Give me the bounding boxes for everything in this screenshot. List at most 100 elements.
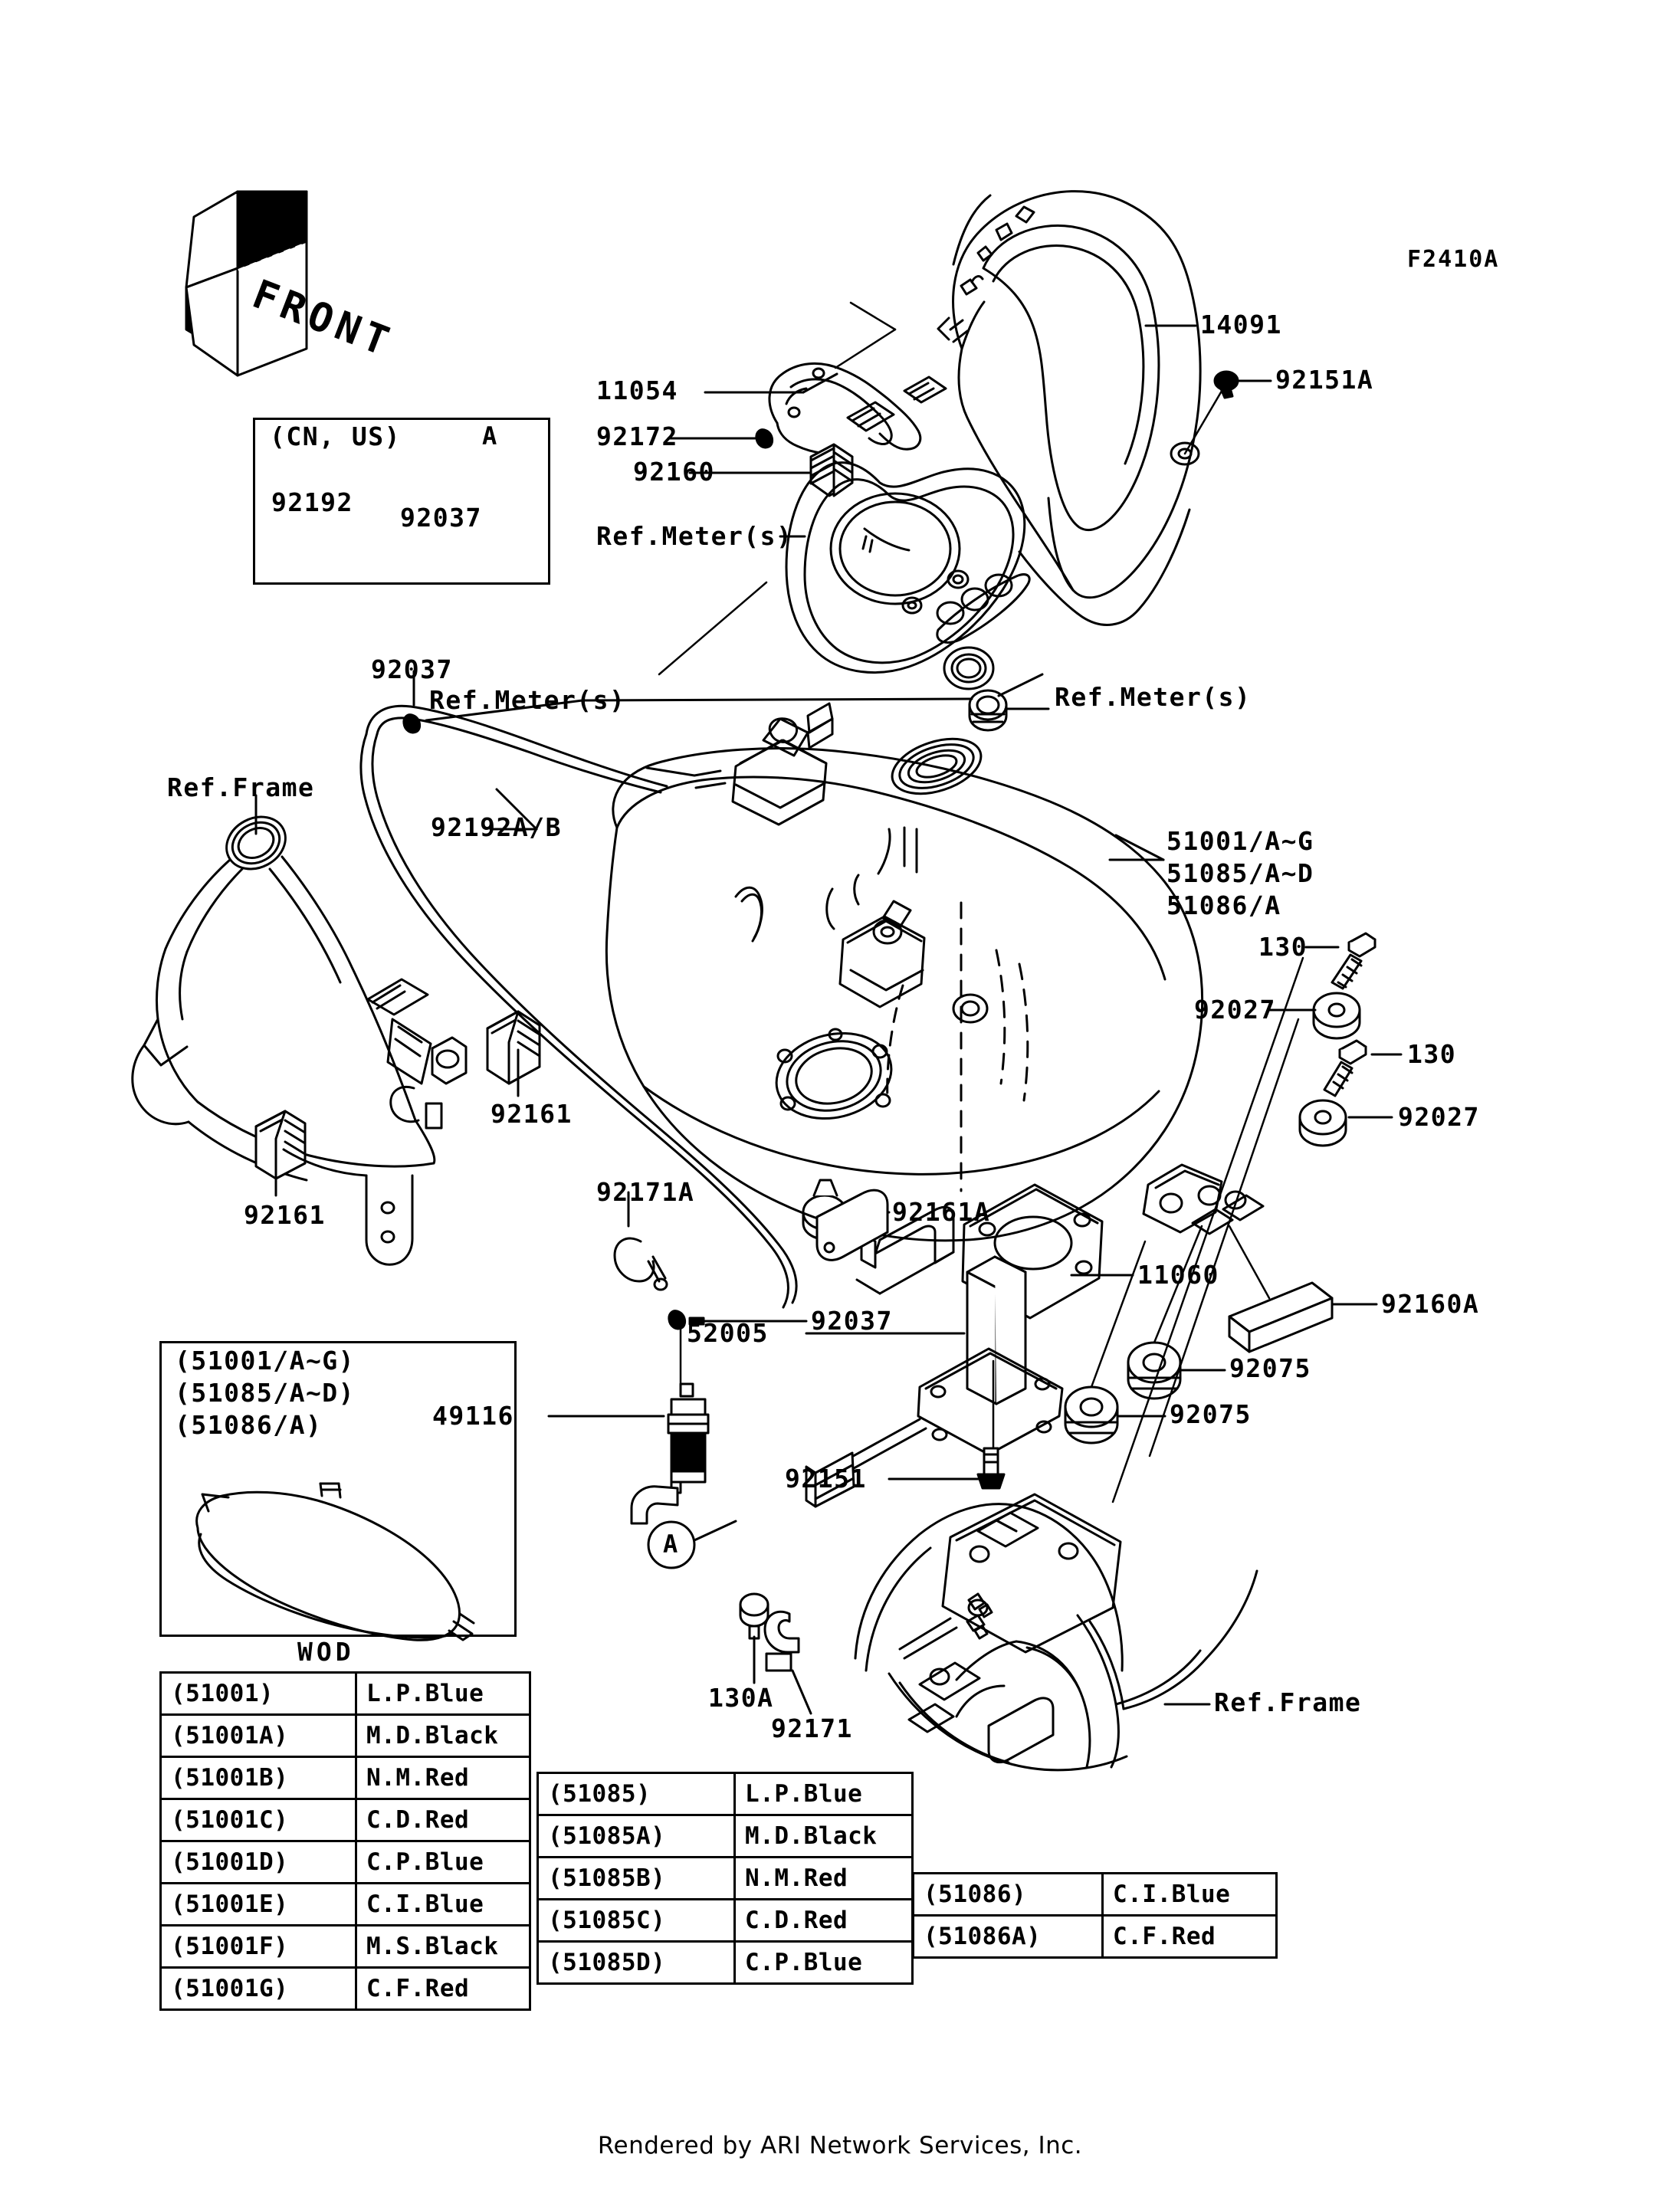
- callout-92160: 92160: [633, 457, 715, 487]
- marker-a-main-label: A: [663, 1530, 679, 1559]
- callout-14091: 14091: [1200, 310, 1282, 339]
- callout-92027-1: 92027: [1194, 995, 1276, 1025]
- marker-A-ref: [647, 1520, 696, 1569]
- clip-92037-top-icon: [402, 713, 421, 734]
- part-code: (51001): [159, 1671, 357, 1716]
- callout-51086-group: 51086/A: [1166, 890, 1281, 920]
- wod-line3: (51086/A): [175, 1410, 323, 1440]
- part-color: C.D.Red: [355, 1798, 531, 1842]
- part-code: (51001C): [159, 1798, 357, 1842]
- ref-frame-left: [131, 815, 541, 1266]
- table-row: (51086)C.I.Blue: [912, 1872, 1278, 1917]
- part-color: L.P.Blue: [355, 1671, 531, 1716]
- callout-ref-meter-2: Ref.Meter(s): [429, 685, 626, 715]
- part-code: (51086): [912, 1872, 1104, 1917]
- part-color: C.F.Red: [1101, 1914, 1278, 1959]
- callout-92192ab: 92192A/B: [431, 812, 562, 842]
- callout-92151: 92151: [785, 1464, 867, 1494]
- color-table-51085: (51085)L.P.Blue (51085A)M.D.Black (51085…: [536, 1772, 914, 1985]
- ref-frame-bottom: [854, 1493, 1258, 1772]
- table-row: (51001E)C.I.Blue: [159, 1882, 531, 1926]
- table-row: (51001D)C.P.Blue: [159, 1840, 531, 1884]
- front-arrow-icon: FRONT: [185, 190, 400, 377]
- table-row: (51001C)C.D.Red: [159, 1798, 531, 1842]
- clamp-92171-icon: [763, 1610, 800, 1672]
- part-color: M.S.Black: [355, 1924, 531, 1969]
- part-color: C.D.Red: [733, 1898, 914, 1943]
- clip-92037-mid-icon: [668, 1310, 705, 1330]
- meter-bracket-11054: [768, 362, 947, 455]
- callout-51001-group: 51001/A~G: [1166, 826, 1314, 856]
- cn-us-inset-title: (CN, US): [270, 421, 401, 451]
- table-row: (51085B)N.M.Red: [536, 1856, 914, 1900]
- sheet-code: F2410A: [1407, 246, 1500, 273]
- callout-ref-frame-1: Ref.Frame: [167, 772, 315, 802]
- part-code: (51086A): [912, 1914, 1104, 1959]
- part-code: (51001F): [159, 1924, 357, 1969]
- callout-92037-mid: 92037: [811, 1306, 893, 1336]
- callout-ref-frame-2: Ref.Frame: [1214, 1687, 1362, 1717]
- callout-92161-1: 92161: [491, 1099, 573, 1129]
- part-code: (51085B): [536, 1856, 736, 1900]
- callout-92171: 92171: [771, 1713, 853, 1743]
- table-row: (51085A)M.D.Black: [536, 1814, 914, 1858]
- part-color: L.P.Blue: [733, 1772, 914, 1816]
- part-color: N.M.Red: [733, 1856, 914, 1900]
- callout-92160a: 92160A: [1381, 1289, 1480, 1319]
- callout-11054: 11054: [596, 375, 678, 405]
- part-code: (51001D): [159, 1840, 357, 1884]
- clip-92171a-icon: [613, 1237, 668, 1291]
- meter-assembly: [785, 461, 1031, 690]
- callout-92192-inset: 92192: [271, 487, 353, 517]
- wod-line1: (51001/A~G): [175, 1346, 356, 1376]
- table-row: (51001)L.P.Blue: [159, 1671, 531, 1716]
- callout-92161a: 92161A: [892, 1197, 991, 1227]
- fuel-sender-52005: [805, 1189, 1064, 1508]
- callout-92027-2: 92027: [1398, 1102, 1480, 1132]
- part-color: C.P.Blue: [355, 1840, 531, 1884]
- fuel-tank-51001: [605, 702, 1265, 1242]
- grommet-92160-icon: [809, 443, 854, 497]
- part-code: (51085D): [536, 1940, 736, 1985]
- table-51085-body: (51085)L.P.Blue (51085A)M.D.Black (51085…: [536, 1772, 914, 1985]
- damper-92160a: [1228, 1281, 1334, 1353]
- table-row: (51085D)C.P.Blue: [536, 1940, 914, 1985]
- callout-92075-1: 92075: [1229, 1353, 1311, 1383]
- callout-ref-meter-1: Ref.Meter(s): [596, 521, 793, 551]
- callout-11060: 11060: [1137, 1260, 1219, 1290]
- table-51001-body: (51001)L.P.Blue (51001A)M.D.Black (51001…: [159, 1671, 531, 2011]
- table-51086-body: (51086)C.I.Blue (51086A)C.F.Red: [912, 1872, 1278, 1959]
- callout-ref-meter-3: Ref.Meter(s): [1055, 682, 1252, 712]
- bolt-130a-icon: [739, 1592, 769, 1640]
- part-code: (51001G): [159, 1966, 357, 2011]
- part-color: C.F.Red: [355, 1966, 531, 2011]
- footer-credit: Rendered by ARI Network Services, Inc.: [597, 2132, 1083, 2159]
- callout-130-2: 130: [1407, 1039, 1457, 1069]
- table-row: (51001F)M.S.Black: [159, 1924, 531, 1969]
- wod-line2: (51085/A~D): [175, 1378, 356, 1408]
- callout-92171a: 92171A: [596, 1177, 695, 1207]
- color-table-51001: (51001)L.P.Blue (51001A)M.D.Black (51001…: [159, 1671, 531, 2011]
- part-color: M.D.Black: [355, 1713, 531, 1758]
- callout-130-1: 130: [1258, 932, 1308, 962]
- wod-caption: WOD: [297, 1637, 355, 1667]
- wod-tank-silhouette: [195, 1482, 475, 1641]
- callout-49116: 49116: [432, 1401, 514, 1431]
- part-color: C.I.Blue: [355, 1882, 531, 1926]
- part-color: N.M.Red: [355, 1756, 531, 1800]
- damper-92075-2: [1064, 1385, 1119, 1444]
- callout-92161-2: 92161: [244, 1200, 326, 1230]
- part-code: (51001A): [159, 1713, 357, 1758]
- callout-52005: 52005: [687, 1318, 769, 1348]
- table-row: (51001B)N.M.Red: [159, 1756, 531, 1800]
- part-code: (51001E): [159, 1882, 357, 1926]
- part-code: (51085C): [536, 1898, 736, 1943]
- part-code: (51085A): [536, 1814, 736, 1858]
- callout-92151a: 92151A: [1275, 365, 1374, 395]
- gasket-11060: [961, 1183, 1104, 1320]
- callout-51085-group: 51085/A~D: [1166, 858, 1314, 888]
- part-color: M.D.Black: [733, 1814, 914, 1858]
- part-code: (51085): [536, 1772, 736, 1816]
